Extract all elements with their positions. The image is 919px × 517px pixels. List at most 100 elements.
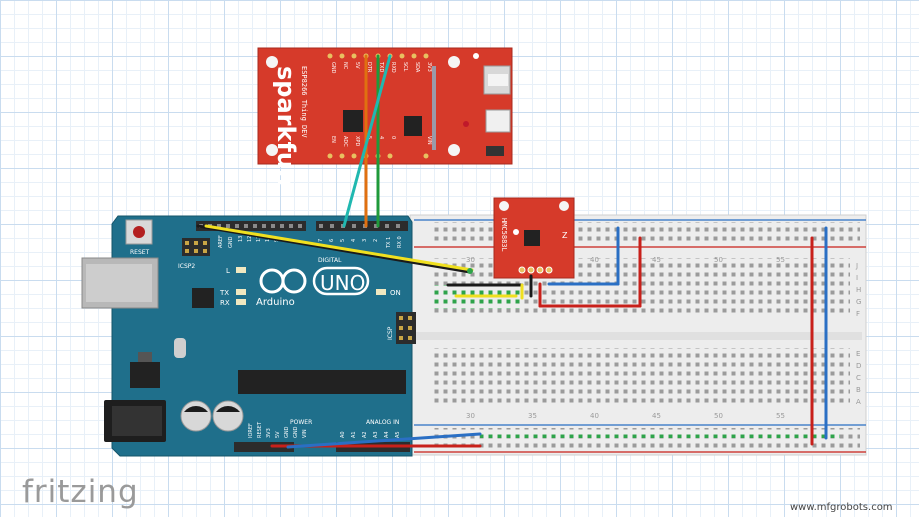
analog-pin-labels: A0 A1 A2 A3 A4 A5 [340,431,401,438]
capacitors [180,400,244,432]
gear-icon [473,53,479,59]
hmc5883l-sensor-board[interactable]: HMC5883L Z [493,197,575,279]
pin-label: A1 [351,431,357,438]
led-l [236,267,246,273]
column-number: 50 [714,412,723,420]
breadboard-center-channel [414,332,862,340]
breadboard-row-letters: J I H G F E D C B A [855,262,861,406]
row-letter: G [856,298,861,306]
thing-chip [404,116,422,136]
row-letter: H [856,286,861,294]
mount-hole [266,56,278,68]
row-letter: J [855,262,858,270]
breadboard-strip-bottom [430,348,850,406]
column-number: 45 [652,256,661,264]
arduino-brand-text: Arduino [256,297,295,308]
breadboard: 30 35 40 45 50 55 30 35 40 45 50 55 J I … [409,214,867,456]
pin-label: IOREF [248,423,254,438]
icsp-label: ICSP [387,326,394,340]
pin-label: GND [330,62,336,74]
pin-label: A3 [373,431,379,438]
sensor-axis-label: Z [562,231,568,240]
mount-hole [448,56,460,68]
breadboard-connected-rail [480,430,840,438]
column-number: 55 [776,256,785,264]
mount-hole [448,144,460,156]
battery-connector[interactable] [485,109,511,133]
micro-usb-inner [488,74,508,86]
power-header[interactable] [234,442,294,452]
led-label-rx: RX [220,299,230,307]
sensor-dot [513,229,519,235]
usb-port-inner [86,264,152,302]
icsp2-header[interactable] [182,238,210,256]
analog-label: ANALOG IN [366,419,399,426]
sensor-chip [524,230,540,246]
thing-top-pin-labels: GND NC 5V DTR TXD RXD SCL SDA 3V3 [330,61,432,74]
row-letter: A [856,398,861,406]
esp8266-thing-dev-board[interactable]: GND NC 5V DTR TXD RXD SCL SDA 3V3 EN ADC… [257,47,513,186]
pin-label: ADC [342,136,348,147]
thing-led [463,121,469,127]
pin-label: 6 [329,239,335,242]
row-letter: E [856,350,860,358]
wire-yellow-top[interactable] [204,224,474,272]
icsp-pins [399,316,412,340]
voltage-regulator [130,362,160,388]
pin-label: 3V3 [426,62,432,72]
pin-label: TXD [378,61,384,72]
pin-label: RX 0 [397,236,403,248]
row-letter: D [856,362,861,370]
led-label-l: L [226,267,230,275]
pin-label: RESET [257,421,263,438]
pin-label: 3 [362,239,368,242]
column-number: 30 [466,412,475,420]
pin-label: TX 1 [386,237,392,249]
pin-label: A4 [384,431,390,438]
sensor-label: HMC5883L [500,218,508,252]
column-number: 35 [528,412,537,420]
led-label-on: ON [390,289,401,297]
sensor-mount-hole [559,201,569,211]
pin-label: 4 [378,136,384,139]
row-letter: F [856,310,860,318]
power-switch[interactable] [486,146,504,156]
column-number: 30 [466,256,475,264]
esp8266-chip [343,110,363,132]
atmega-chip [238,370,406,394]
uno-logo-text: UNO [320,271,365,295]
wire-endpoint [467,268,473,274]
pin-label: GND [293,426,299,438]
pin-label: 2 [373,239,379,242]
wire-blue-power[interactable] [286,432,482,449]
pin-label: 4 [351,239,357,242]
sensor-mount-hole [499,201,509,211]
column-number: 40 [590,412,599,420]
pin-label: XPD [354,136,360,146]
pin-label: SCL [402,62,408,72]
led-tx [236,289,246,295]
pin-label: 12 [247,236,253,242]
pin-label-gnd: GND [228,236,234,248]
digital-label: DIGITAL [318,257,342,264]
wire-teal[interactable] [342,54,392,228]
pin-label: VIN [426,136,432,145]
column-number: 40 [590,256,599,264]
pin-label: A5 [395,431,401,438]
sparkfun-logo-text: sparkfun [272,66,300,186]
pin-label: VIN [302,429,308,438]
mount-hole [266,144,278,156]
pin-label: RXD [390,62,396,73]
pin-label: EN [330,136,336,143]
fritzing-logo: fritzing [22,474,139,510]
digital-header-low[interactable] [316,221,408,231]
arduino-uno-board[interactable]: RESET ICSP2 AREF GND 13 12 11 10 9 [81,215,416,457]
power-label: POWER [290,419,312,426]
digital-header-high[interactable] [196,221,306,231]
icsp2-pins [185,241,207,253]
power-jack-inner [112,406,162,436]
antenna-trace [432,66,436,150]
regulator-tab [138,352,152,362]
column-number: 45 [652,412,661,420]
